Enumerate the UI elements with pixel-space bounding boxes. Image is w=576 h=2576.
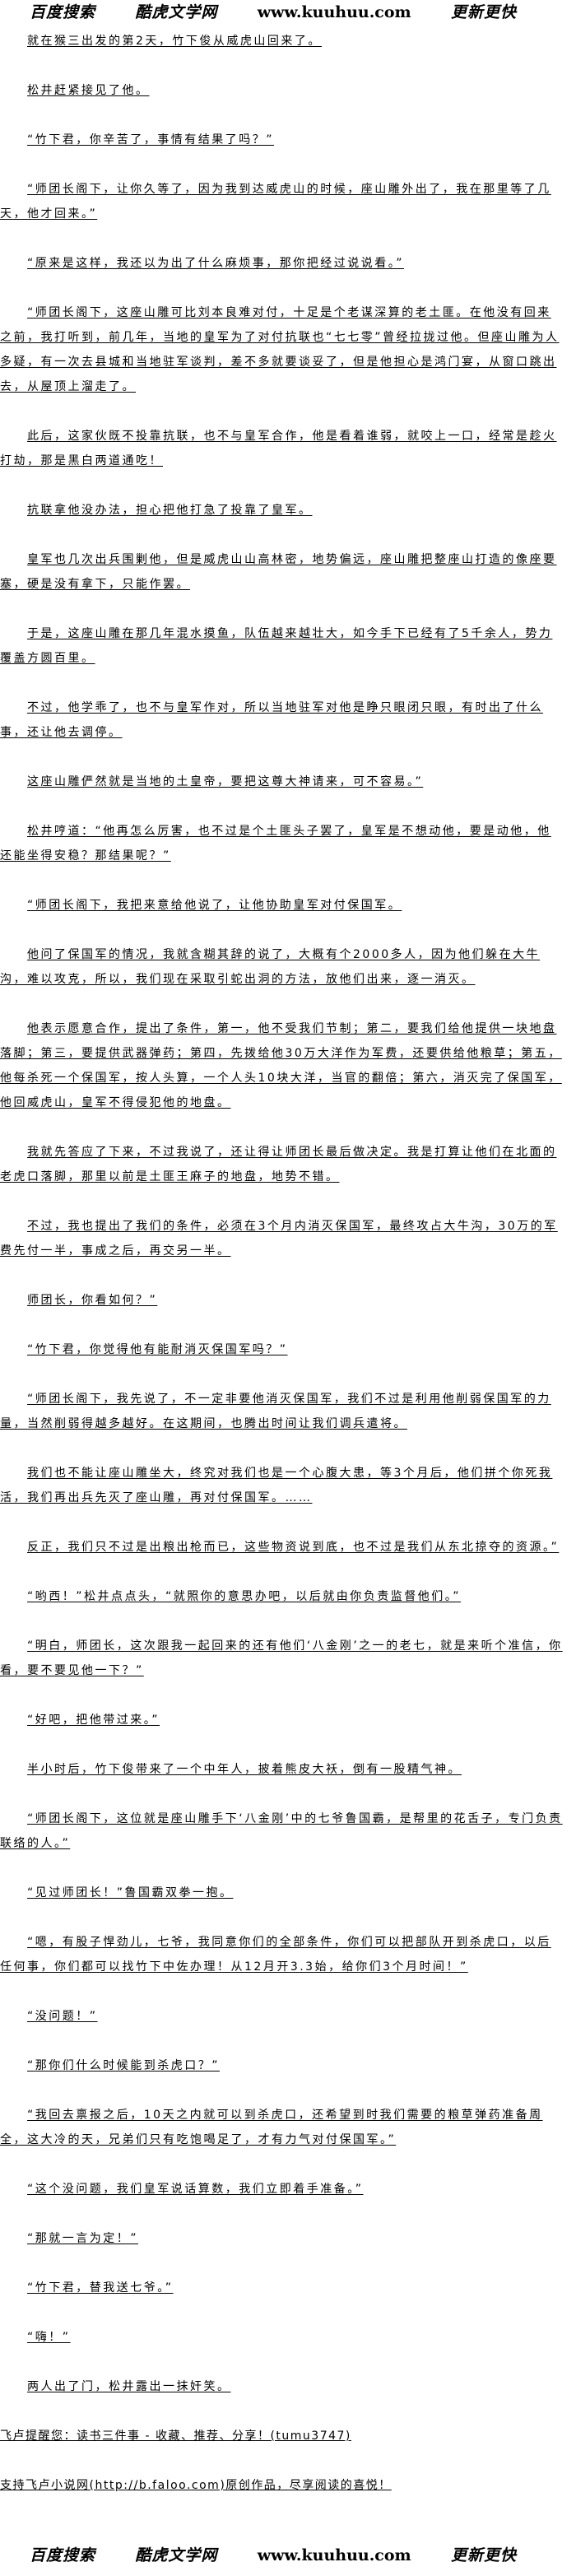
paragraph: 不过，他学乖了，也不与皇军作对，所以当地驻军对他是睁只眼闭只眼，有时出了什么事，… [0, 695, 563, 745]
footer-reminder-text: 飞卢提醒您：读书三件事 - 收藏、推荐、分享！(tumu3747) [0, 2430, 351, 2443]
paragraph-text: “嗨！” [27, 2331, 71, 2344]
paragraph: “师团长阁下，这位就是座山雕手下‘八金刚’中的七爷鲁国霸，是帮里的花舌子，专门负… [0, 1806, 563, 1856]
paragraph: “师团长阁下，我把来意给他说了，让他协助皇军对付保国军。 [0, 893, 563, 918]
banner-url: www.kuuhuu.com [257, 2546, 411, 2564]
paragraph-text: “原来是这样，我还以为出了什么麻烦事，那你把经过说说看。” [27, 257, 405, 270]
paragraph-text: “师团长阁下，我先说了，不一定非要他消灭保国军，我们不过是利用他削弱保国军的力量… [0, 1393, 551, 1430]
paragraph-text: 皇军也几次出兵围剿他，但是威虎山山高林密，地势偏远，座山雕把整座山打造的像座要塞… [0, 553, 557, 591]
paragraph-text: “竹下君，你觉得他有能耐消灭保国军吗？” [27, 1343, 288, 1356]
paragraph: 这座山雕俨然就是当地的土皇帝，要把这尊大神请来，可不容易。” [0, 770, 563, 794]
paragraph: 反正，我们只不过是出粮出枪而已，这些物资说到底，也不过是我们从东北掠夺的资源。” [0, 1535, 563, 1560]
paragraph: 他问了保国军的情况，我就含糊其辞的说了，大概有个2000多人，因为他们躲在大牛沟… [0, 942, 563, 992]
paragraph-text: “嗯，有股子悍劲儿，七爷，我同意你们的全部条件，你们可以把部队开到杀虎口，以后任… [0, 1936, 551, 1974]
paragraph: “这个没问题，我们皇军说话算数，我们立即着手准备。” [0, 2177, 563, 2202]
paragraph-list: 就在猴三出发的第2天，竹下俊从威虎山回来了。松井赶紧接见了他。 “竹下君，你辛苦了… [0, 29, 563, 2399]
paragraph-text: “竹下君，替我送七爷。” [27, 2281, 174, 2295]
paragraph-text: 我就先答应了下来，不过我说了，还让得让师团长最后做决定。我是打算让他们在北面的老… [0, 1146, 557, 1183]
banner-url: www.kuuhuu.com [257, 3, 411, 21]
paragraph-text: “师团长阁下，我把来意给他说了，让他协助皇军对付保国军。 [27, 899, 402, 912]
banner-search: 百度搜索 [30, 3, 96, 21]
paragraph-text: 他表示愿意合作，提出了条件，第一，他不受我们节制；第二，要我们给他提供一块地盘落… [0, 1022, 562, 1109]
paragraph-text: “这个没问题，我们皇军说话算数，我们立即着手准备。” [27, 2183, 364, 2196]
paragraph-text: 半小时后，竹下俊带来了一个中年人，披着熊皮大袄，倒有一股精气神。 [27, 1763, 462, 1776]
paragraph: “师团长阁下，这座山雕可比刘本良难对付，十足是个老谋深算的老土匪。在他没有回来之… [0, 300, 563, 399]
footer-support-text: 支持飞卢小说网(http://b.faloo.com)原创作品，尽享阅读的喜悦！ [0, 2479, 392, 2492]
paragraph-text: 我们也不能让座山雕坐大，终究对我们也是一个心腹大患，等3个月后，他们拼个你死我活… [0, 1467, 553, 1504]
paragraph: 抗联拿他没办法，担心把他打急了投靠了皇军。 [0, 498, 563, 523]
paragraph-text: 他问了保国军的情况，我就含糊其辞的说了，大概有个2000多人，因为他们躲在大牛沟… [0, 948, 541, 986]
paragraph-text: 于是，这座山雕在那几年混水摸鱼，队伍越来越壮大，如今手下已经有了5千余人，势力覆… [0, 627, 553, 665]
banner-search: 百度搜索 [30, 2546, 96, 2564]
paragraph-text: 抗联拿他没办法，担心把他打急了投靠了皇军。 [27, 504, 313, 517]
paragraph-text: “那就一言为定！” [27, 2232, 139, 2245]
paragraph: 我们也不能让座山雕坐大，终究对我们也是一个心腹大患，等3个月后，他们拼个你死我活… [0, 1461, 563, 1510]
chapter-content: 就在猴三出发的第2天，竹下俊从威虎山回来了。松井赶紧接见了他。 “竹下君，你辛苦了… [0, 29, 563, 2523]
paragraph: “原来是这样，我还以为出了什么麻烦事，那你把经过说说看。” [0, 251, 563, 276]
paragraph: 就在猴三出发的第2天，竹下俊从威虎山回来了。 [0, 29, 563, 53]
paragraph-text: “没问题！” [27, 2010, 98, 2023]
paragraph-text: 松井赶紧接见了他。 [27, 84, 150, 97]
paragraph-text: 此后，这家伙既不投靠抗联，也不与皇军合作，他是看着谁弱，就咬上一口，经常是趁火打… [0, 430, 557, 467]
paragraph-text: 就在猴三出发的第2天，竹下俊从威虎山回来了。 [27, 35, 322, 48]
paragraph: 皇军也几次出兵围剿他，但是威虎山山高林密，地势偏远，座山雕把整座山打造的像座要塞… [0, 547, 563, 597]
paragraph: “我回去禀报之后，10天之内就可以到杀虎口，还希望到时我们需要的粮草弹药准备周全… [0, 2103, 563, 2152]
footer-reminder: 飞卢提醒您：读书三件事 - 收藏、推荐、分享！(tumu3747) [0, 2424, 563, 2448]
paragraph: “没问题！” [0, 2004, 563, 2029]
paragraph: 此后，这家伙既不投靠抗联，也不与皇军合作，他是看着谁弱，就咬上一口，经常是趁火打… [0, 424, 563, 473]
paragraph: 半小时后，竹下俊带来了一个中年人，披着熊皮大袄，倒有一股精气神。 [0, 1757, 563, 1782]
paragraph-text: 不过，我也提出了我们的条件，必须在3个月内消灭保国军，最终攻占大牛沟，30万的军… [0, 1220, 558, 1258]
paragraph: 师团长，你看如何？” [0, 1288, 563, 1313]
paragraph: 于是，这座山雕在那几年混水摸鱼，队伍越来越壮大，如今手下已经有了5千余人，势力覆… [0, 621, 563, 671]
paragraph: 两人出了门，松井露出一抹奸笑。 [0, 2374, 563, 2399]
paragraph-text: “那你们什么时候能到杀虎口？” [27, 2059, 221, 2072]
banner-slogan: 更新更快 [450, 2546, 517, 2564]
paragraph: “明白，师团长，这次跟我一起回来的还有他们‘八金刚’之一的老七，就是来听个准信，… [0, 1634, 563, 1683]
paragraph: “见过师团长！”鲁国霸双拳一抱。 [0, 1881, 563, 1905]
paragraph: “哟西！”松井点点头，“就照你的意思办吧，以后就由你负责监督他们。” [0, 1584, 563, 1609]
paragraph-text: “师团长阁下，这座山雕可比刘本良难对付，十足是个老谋深算的老土匪。在他没有回来之… [0, 306, 560, 393]
paragraph-text: “师团长阁下，这位就是座山雕手下‘八金刚’中的七爷鲁国霸，是帮里的花舌子，专门负… [0, 1812, 563, 1850]
paragraph: 不过，我也提出了我们的条件，必须在3个月内消灭保国军，最终攻占大牛沟，30万的军… [0, 1214, 563, 1263]
paragraph: “那就一言为定！” [0, 2226, 563, 2251]
paragraph: “竹下君，你觉得他有能耐消灭保国军吗？” [0, 1337, 563, 1362]
paragraph-text: 不过，他学乖了，也不与皇军作对，所以当地驻军对他是睁只眼闭只眼，有时出了什么事，… [0, 701, 543, 739]
paragraph: “竹下君，你辛苦了，事情有结果了吗？” [0, 128, 563, 152]
paragraph-text: “见过师团长！”鲁国霸双拳一抱。 [27, 1886, 234, 1899]
site-banner-bottom: 百度搜索 酷虎文学网 www.kuuhuu.com 更新更快 [30, 2543, 517, 2568]
paragraph: 松井哼道：“他再怎么厉害，也不过是个土匪头子罢了，皇军是不想动他，要是动他，他还… [0, 819, 563, 868]
paragraph-text: 松井哼道：“他再怎么厉害，也不过是个土匪头子罢了，皇军是不想动他，要是动他，他还… [0, 825, 551, 863]
paragraph-text: “竹下君，你辛苦了，事情有结果了吗？” [27, 133, 275, 146]
footer-support: 支持飞卢小说网(http://b.faloo.com)原创作品，尽享阅读的喜悦！ [0, 2473, 563, 2498]
paragraph-text: 两人出了门，松井露出一抹奸笑。 [27, 2380, 231, 2393]
paragraph: 我就先答应了下来，不过我说了，还让得让师团长最后做决定。我是打算让他们在北面的老… [0, 1140, 563, 1189]
paragraph: “竹下君，替我送七爷。” [0, 2276, 563, 2300]
paragraph: “嗯，有股子悍劲儿，七爷，我同意你们的全部条件，你们可以把部队开到杀虎口，以后任… [0, 1930, 563, 1979]
paragraph-text: “哟西！”松井点点头，“就照你的意思办吧，以后就由你负责监督他们。” [27, 1590, 462, 1603]
banner-site-name: 酷虎文学网 [135, 3, 218, 21]
banner-site-name: 酷虎文学网 [135, 2546, 218, 2564]
paragraph: 松井赶紧接见了他。 [0, 78, 563, 103]
paragraph: “好吧，把他带过来。” [0, 1708, 563, 1732]
site-banner-top: 百度搜索 酷虎文学网 www.kuuhuu.com 更新更快 [30, 0, 517, 25]
paragraph-text: “好吧，把他带过来。” [27, 1713, 160, 1727]
paragraph-text: “我回去禀报之后，10天之内就可以到杀虎口，还希望到时我们需要的粮草弹药准备周全… [0, 2109, 543, 2146]
paragraph-text: 反正，我们只不过是出粮出枪而已，这些物资说到底，也不过是我们从东北掠夺的资源。” [27, 1541, 560, 1554]
paragraph: “师团长阁下，让你久等了，因为我到达威虎山的时候，座山雕外出了，我在那里等了几天… [0, 177, 563, 226]
paragraph-text: “师团长阁下，让你久等了，因为我到达威虎山的时候，座山雕外出了，我在那里等了几天… [0, 183, 551, 221]
paragraph-text: “明白，师团长，这次跟我一起回来的还有他们‘八金刚’之一的老七，就是来听个准信，… [0, 1639, 563, 1677]
paragraph: “那你们什么时候能到杀虎口？” [0, 2053, 563, 2078]
banner-slogan: 更新更快 [450, 3, 517, 21]
paragraph: “嗨！” [0, 2325, 563, 2350]
paragraph: 他表示愿意合作，提出了条件，第一，他不受我们节制；第二，要我们给他提供一块地盘落… [0, 1016, 563, 1115]
paragraph-text: 师团长，你看如何？” [27, 1294, 158, 1307]
paragraph-text: 这座山雕俨然就是当地的土皇帝，要把这尊大神请来，可不容易。” [27, 775, 424, 788]
paragraph: “师团长阁下，我先说了，不一定非要他消灭保国军，我们不过是利用他削弱保国军的力量… [0, 1387, 563, 1436]
